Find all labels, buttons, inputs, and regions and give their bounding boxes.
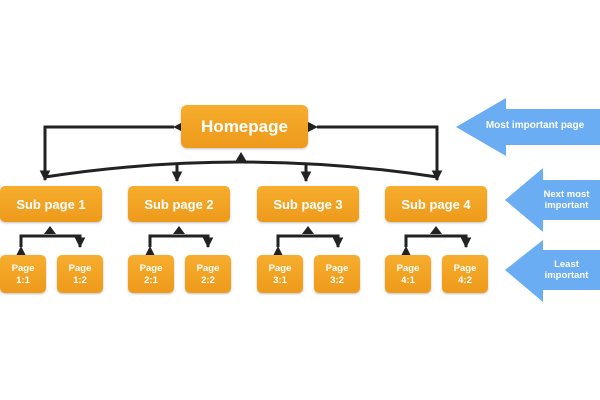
next-most-important-arrow (505, 168, 600, 232)
least-important-arrow (505, 240, 600, 302)
page-4-2-box[interactable]: Page 4:2 (442, 255, 488, 293)
sub-page-2-box[interactable]: Sub page 2 (128, 186, 230, 222)
homepage-box[interactable]: Homepage (181, 105, 308, 148)
page-2-2-box[interactable]: Page 2:2 (185, 255, 231, 293)
page-1-2-box[interactable]: Page 1:2 (57, 255, 103, 293)
sub-page-3-box[interactable]: Sub page 3 (257, 186, 359, 222)
sub-page-arc (44, 152, 438, 183)
most-important-label: Most important page (485, 120, 585, 131)
homepage-connectors (39, 121, 443, 182)
page-3-2-box[interactable]: Page 3:2 (314, 255, 360, 293)
sub-page-1-box[interactable]: Sub page 1 (0, 186, 102, 222)
leaf-connectors (15, 234, 472, 257)
page-2-1-box[interactable]: Page 2:1 (128, 255, 174, 293)
sub-page-4-box[interactable]: Sub page 4 (385, 186, 487, 222)
next-most-important-label: Next most important (543, 189, 590, 211)
leaf-connector-pointers (44, 226, 442, 234)
page-1-1-box[interactable]: Page 1:1 (0, 255, 46, 293)
least-important-label: Least important (544, 259, 589, 281)
page-3-1-box[interactable]: Page 3:1 (257, 255, 303, 293)
most-important-arrow (456, 98, 600, 156)
page-4-1-box[interactable]: Page 4:1 (385, 255, 431, 293)
